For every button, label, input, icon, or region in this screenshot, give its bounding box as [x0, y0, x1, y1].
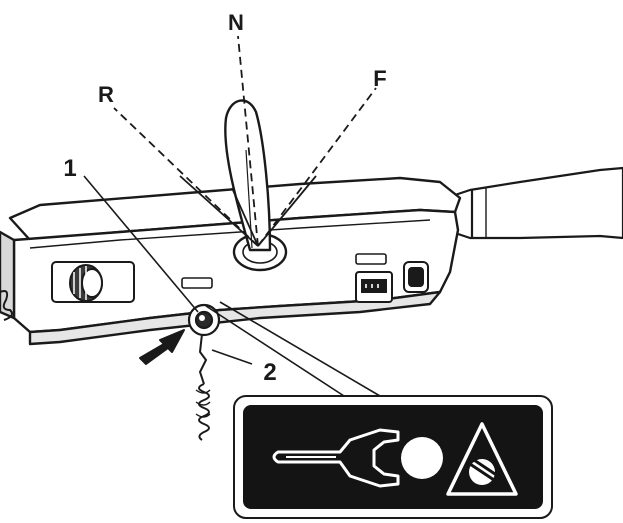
- shift-reverse-label: R: [98, 82, 114, 107]
- clip-key-icon: [272, 428, 400, 488]
- throttle-friction-knob: [51, 261, 135, 303]
- lanyard-cord-icon: [195, 333, 211, 441]
- shift-lever: [224, 99, 288, 272]
- indicator-slots: [181, 253, 387, 289]
- callout-1-label: 1: [63, 155, 76, 182]
- switch-position-circle: [401, 437, 443, 479]
- shift-position-lines: [113, 35, 377, 247]
- tiller-grip: [450, 166, 623, 240]
- cable-coil-left: [0, 290, 13, 321]
- stop-button: [403, 261, 429, 293]
- emergency-stop-switch: [187, 303, 221, 337]
- start-button: [355, 271, 393, 303]
- warning-triangle-icon: [446, 422, 518, 496]
- pointer-arrow-icon: [139, 329, 185, 365]
- callout-2-label: 2: [263, 359, 276, 386]
- callout-leaders: [83, 175, 381, 397]
- shift-forward-label: F: [373, 66, 386, 91]
- shear-pin-warning-decal: [233, 395, 553, 519]
- shift-neutral-label: N: [228, 10, 244, 35]
